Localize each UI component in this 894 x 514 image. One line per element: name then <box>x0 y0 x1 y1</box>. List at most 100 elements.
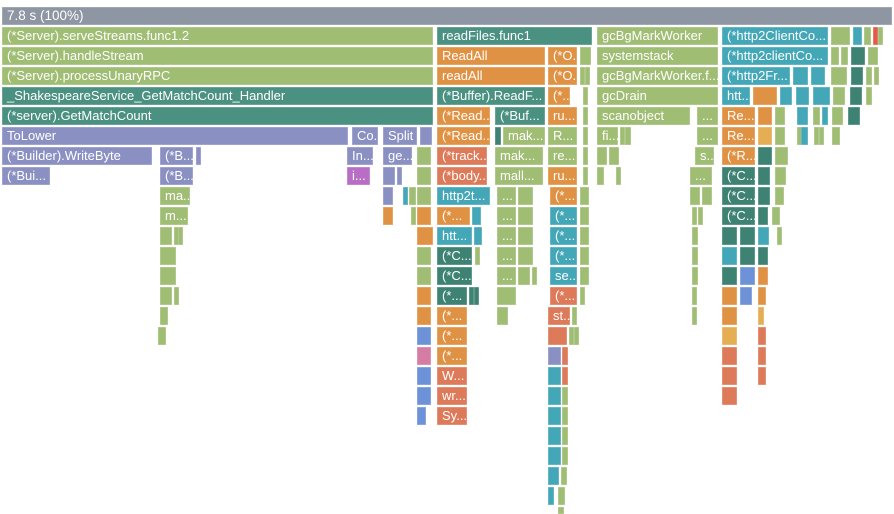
flame-cell[interactable]: (*Read... <box>437 107 490 125</box>
flame-cell-unlabeled[interactable] <box>841 47 848 65</box>
flame-cell-unlabeled[interactable] <box>548 347 561 365</box>
flame-cell[interactable]: Re... <box>722 127 755 145</box>
flame-cell-unlabeled[interactable] <box>417 387 431 405</box>
flame-cell-unlabeled[interactable] <box>495 127 501 145</box>
flame-cell-unlabeled[interactable] <box>417 307 431 325</box>
flame-cell-unlabeled[interactable] <box>383 167 395 185</box>
flame-cell[interactable]: htt... <box>722 87 750 105</box>
flame-cell[interactable]: ... <box>697 127 718 145</box>
flame-cell-unlabeled[interactable] <box>740 267 755 285</box>
flame-cell[interactable]: ReadAll <box>437 47 545 65</box>
flame-cell-unlabeled[interactable] <box>160 227 172 245</box>
flame-cell[interactable]: (*Server).handleStream <box>2 47 433 65</box>
flame-cell[interactable]: ... <box>497 247 516 265</box>
flame-cell-unlabeled[interactable] <box>518 247 533 265</box>
flame-cell-unlabeled[interactable] <box>851 67 863 85</box>
flame-cell[interactable]: W... <box>437 367 467 385</box>
flame-cell-unlabeled[interactable] <box>758 107 772 125</box>
flame-cell[interactable]: (*... <box>550 227 577 245</box>
flame-cell-unlabeled[interactable] <box>497 307 508 325</box>
flame-cell[interactable]: (*body... <box>437 167 487 185</box>
flame-cell-unlabeled[interactable] <box>690 187 700 205</box>
flame-cell-unlabeled[interactable] <box>758 167 770 185</box>
flame-cell-unlabeled[interactable] <box>580 287 585 305</box>
flame-cell-unlabeled[interactable] <box>722 267 737 285</box>
flame-cell-unlabeled[interactable] <box>397 167 402 185</box>
flame-cell-unlabeled[interactable] <box>583 147 588 165</box>
flame-cell[interactable]: (*... <box>550 187 577 205</box>
flame-cell-unlabeled[interactable] <box>417 347 431 365</box>
flame-cell-unlabeled[interactable] <box>518 267 530 285</box>
flame-cell[interactable]: (*Buffer).ReadF... <box>437 87 545 105</box>
flame-cell-unlabeled[interactable] <box>597 147 607 165</box>
flame-cell[interactable]: (*... <box>550 247 577 265</box>
flame-cell-unlabeled[interactable] <box>822 107 828 125</box>
flame-cell-unlabeled[interactable] <box>813 87 830 105</box>
flame-cell-unlabeled[interactable] <box>518 207 533 225</box>
flame-cell-unlabeled[interactable] <box>583 107 588 125</box>
flame-cell[interactable]: (*... <box>548 87 570 105</box>
flame-cell[interactable]: Co... <box>352 127 378 145</box>
flame-cell[interactable]: scanobject <box>597 107 690 125</box>
flame-cell[interactable]: (*Builder).WriteByte <box>2 147 152 165</box>
flame-cell[interactable]: (*C... <box>722 207 755 225</box>
flame-cell-unlabeled[interactable] <box>878 27 883 45</box>
flame-cell-unlabeled[interactable] <box>417 367 431 385</box>
flame-cell-unlabeled[interactable] <box>174 227 179 245</box>
flame-cell[interactable]: Re... <box>722 107 755 125</box>
flame-cell-unlabeled[interactable] <box>174 287 179 305</box>
flame-cell[interactable]: ... <box>497 207 516 225</box>
flame-cell-unlabeled[interactable] <box>518 227 533 245</box>
flame-cell[interactable]: (*... <box>437 307 467 325</box>
flame-cell[interactable]: (*track... <box>437 147 487 165</box>
flame-cell[interactable]: (*... <box>437 327 467 345</box>
flame-cell[interactable]: (*... <box>550 287 577 305</box>
flame-cell[interactable]: (*Buf... <box>495 107 545 125</box>
flame-cell-unlabeled[interactable] <box>417 207 431 225</box>
flame-cell-unlabeled[interactable] <box>548 367 561 385</box>
flame-cell[interactable]: In... <box>347 147 373 165</box>
flame-cell-unlabeled[interactable] <box>722 227 737 245</box>
flame-cell-unlabeled[interactable] <box>417 187 431 205</box>
flame-cell[interactable]: readFiles.func1 <box>437 27 592 45</box>
flame-cell[interactable]: st... <box>548 307 570 325</box>
flame-cell[interactable]: re... <box>548 147 577 165</box>
flame-cell-unlabeled[interactable] <box>811 67 825 85</box>
flame-cell[interactable]: ToLower <box>2 127 348 145</box>
flame-cell[interactable]: (*R... <box>722 147 755 165</box>
flame-cell-unlabeled[interactable] <box>160 247 176 265</box>
flame-cell-unlabeled[interactable] <box>740 247 755 265</box>
flame-cell-unlabeled[interactable] <box>692 207 697 225</box>
flame-cell-unlabeled[interactable] <box>580 247 589 265</box>
flame-cell-unlabeled[interactable] <box>562 347 568 365</box>
flame-cell-unlabeled[interactable] <box>472 207 481 225</box>
flame-cell-unlabeled[interactable] <box>775 187 784 205</box>
flame-cell-unlabeled[interactable] <box>548 487 554 505</box>
flame-cell-unlabeled[interactable] <box>758 307 764 325</box>
flame-cell[interactable]: mak... <box>495 147 543 165</box>
flame-cell-unlabeled[interactable] <box>758 267 768 285</box>
flame-cell-unlabeled[interactable] <box>758 367 766 385</box>
flame-cell-unlabeled[interactable] <box>722 347 737 365</box>
flame-cell-unlabeled[interactable] <box>698 207 703 225</box>
flame-cell-unlabeled[interactable] <box>580 67 585 85</box>
flame-cell-unlabeled[interactable] <box>417 227 433 245</box>
flame-cell-unlabeled[interactable] <box>548 447 561 465</box>
flame-cell[interactable]: (*Server).processUnaryRPC <box>2 67 433 85</box>
flame-cell-unlabeled[interactable] <box>831 27 850 45</box>
flame-cell-unlabeled[interactable] <box>409 187 416 205</box>
flame-cell-unlabeled[interactable] <box>548 387 561 405</box>
flame-cell[interactable]: mak... <box>503 127 545 145</box>
flame-cell-unlabeled[interactable] <box>475 247 480 265</box>
flame-cell-unlabeled[interactable] <box>758 127 772 145</box>
flame-cell-unlabeled[interactable] <box>853 27 862 45</box>
flame-cell-unlabeled[interactable] <box>740 227 755 245</box>
flame-cell-unlabeled[interactable] <box>583 167 588 185</box>
flame-root-cell[interactable]: 7.8 s (100%) <box>2 7 892 25</box>
flame-cell-unlabeled[interactable] <box>160 307 168 325</box>
flame-cell-unlabeled[interactable] <box>753 87 777 105</box>
flame-cell-unlabeled[interactable] <box>831 47 839 65</box>
flame-cell[interactable]: ... <box>497 267 516 285</box>
flame-cell[interactable]: (*... <box>550 207 577 225</box>
flame-cell[interactable]: ru... <box>548 167 577 185</box>
